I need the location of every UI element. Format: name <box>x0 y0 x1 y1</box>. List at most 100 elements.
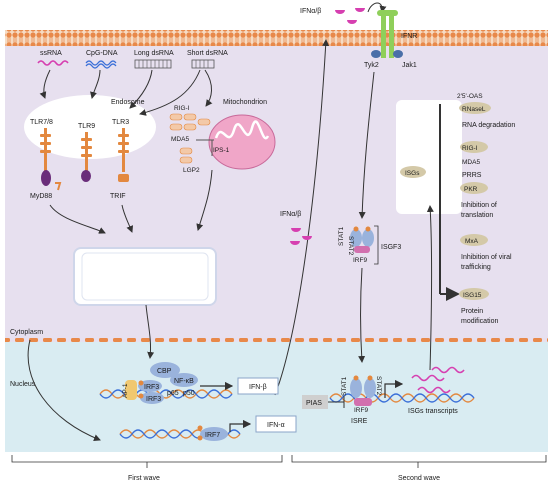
ifn-ligands-top <box>335 8 365 24</box>
tlr9-label: TLR9 <box>78 123 95 130</box>
nfkb-label: NF-κB <box>174 378 194 385</box>
isg-transcripts-label: ISGs transcripts <box>408 408 458 415</box>
second-wave-label: Second wave <box>398 475 440 482</box>
effector-isg15-desc: Protein <box>461 308 483 315</box>
rigi-icon <box>169 113 211 131</box>
effector-pkr: PKR <box>464 186 478 193</box>
second-wave-bracket <box>291 455 547 463</box>
p50-label: p50 <box>183 390 195 397</box>
pias-label: PIAS <box>306 400 322 407</box>
cbp-blob <box>150 362 180 378</box>
isg15-blob <box>459 288 489 300</box>
cpg-label: CpG-DNA <box>86 50 118 57</box>
isgf3-label: ISGF3 <box>381 244 401 251</box>
plasma-membrane <box>5 30 548 46</box>
nfkb-blob <box>170 373 198 387</box>
effector-rigi: RIG-I <box>462 145 478 152</box>
cbp-label: CBP <box>157 368 172 375</box>
cytoplasm-label: Cytoplasm <box>10 329 43 336</box>
isgs-blob <box>400 166 426 178</box>
lgp2-label: LGP2 <box>183 167 200 174</box>
ap1-blob <box>125 380 137 400</box>
isg-panel <box>396 100 462 214</box>
myd88-label: MyD88 <box>30 193 52 200</box>
ifna-gene <box>255 415 297 433</box>
lgp2-icon <box>179 147 193 164</box>
stat2-label: STAT2 <box>347 236 354 256</box>
stat2-nuc-blob <box>364 378 376 398</box>
effector-rnasel-desc: RNA degradation <box>462 122 515 129</box>
ifnr-label: IFNR <box>401 33 417 40</box>
effector-pkr-desc: Inhibition of <box>461 202 497 209</box>
tlr9-receptor <box>81 132 92 172</box>
pias-box <box>302 395 328 409</box>
isgs-label: ISGs <box>405 170 420 177</box>
effector-prrs: PRRS <box>462 172 482 179</box>
ap1-label: AP-1 <box>122 383 129 398</box>
ifnb-gene <box>237 377 279 395</box>
short-dsrna-icon <box>191 59 215 69</box>
cpg-icon <box>85 60 117 66</box>
mxa-blob <box>460 234 488 246</box>
stat1-blob <box>362 229 374 247</box>
stat1-label: STAT1 <box>338 226 345 246</box>
isg-transcripts-icon <box>411 366 465 394</box>
irf7-label: IRF7 <box>205 432 220 439</box>
endosome-label: Endosome <box>111 99 145 106</box>
mito-label: Mitochondrion <box>223 99 267 106</box>
rigi-effector-blob <box>460 141 488 153</box>
stat1-nuc-label: STAT1 <box>341 376 348 396</box>
rigi-label: RIG-I <box>174 105 190 112</box>
irf3b-label: IRF3 <box>146 396 161 403</box>
effector-isg15: ISG15 <box>463 292 482 299</box>
jak1-blob <box>393 50 403 58</box>
effector-oas: 2'5'-OAS <box>457 93 483 100</box>
stat2-nuc-label: STAT2 <box>375 376 382 396</box>
dna-strand-right <box>329 393 475 403</box>
ssrna-label: ssRNA <box>40 50 62 57</box>
mda5-label: MDA5 <box>171 136 189 143</box>
effector-mxa-desc: Inhibition of viral <box>461 254 512 261</box>
isre-label: ISRE <box>351 418 368 425</box>
effector-rnasel: RNaseL <box>462 106 486 113</box>
nucleus-label: Nucleus <box>10 381 36 388</box>
irf3a-label: IRF3 <box>144 384 159 391</box>
stat2-blob <box>350 229 362 247</box>
p65-label: p65 <box>167 390 179 397</box>
tyk2-blob <box>371 50 381 58</box>
ifna-label: IFN-α <box>267 422 285 429</box>
effector-pkr-desc2: translation <box>461 212 493 219</box>
effector-mxa-desc2: trafficking <box>461 264 491 271</box>
pkr-blob <box>460 182 488 194</box>
jak1-label: Jak1 <box>402 62 417 69</box>
long-dsrna-label: Long dsRNA <box>134 50 174 57</box>
myd88-blob <box>41 170 51 186</box>
ssrna-icon <box>37 60 69 66</box>
irf7-blob <box>200 427 228 441</box>
nuclear-membrane <box>5 336 548 344</box>
ips1-label: IPS-1 <box>213 147 230 154</box>
ifn-mid-label: IFNα/β <box>280 211 301 218</box>
first-wave-label: First wave <box>128 475 160 482</box>
trif-label: TRIF <box>110 193 126 200</box>
effector-mda5: MDA5 <box>462 159 480 166</box>
tlr78-receptor <box>40 128 51 172</box>
irf9-label: IRF9 <box>353 257 367 264</box>
effector-mxa: MxA <box>465 238 479 245</box>
nucleus-area <box>5 342 548 452</box>
ifn-top-label: IFNα/β <box>300 8 321 15</box>
effector-isg15-desc2: modification <box>461 318 498 325</box>
tlr3-label: TLR3 <box>112 119 129 126</box>
ifnb-label: IFN-β <box>249 384 267 391</box>
irf9-nuc-label: IRF9 <box>354 407 368 414</box>
mitochondrion <box>208 114 276 170</box>
long-dsrna-icon <box>134 59 172 69</box>
ifnr-receptor <box>377 10 398 58</box>
tlr78-label: TLR7/8 <box>30 119 53 126</box>
stat1-nuc-blob <box>350 378 362 398</box>
tlr3-receptor <box>118 128 129 182</box>
first-wave-bracket <box>11 455 283 463</box>
rnasel-blob <box>459 102 491 114</box>
ifn-ligands-mid <box>290 228 312 245</box>
short-dsrna-label: Short dsRNA <box>187 50 228 57</box>
